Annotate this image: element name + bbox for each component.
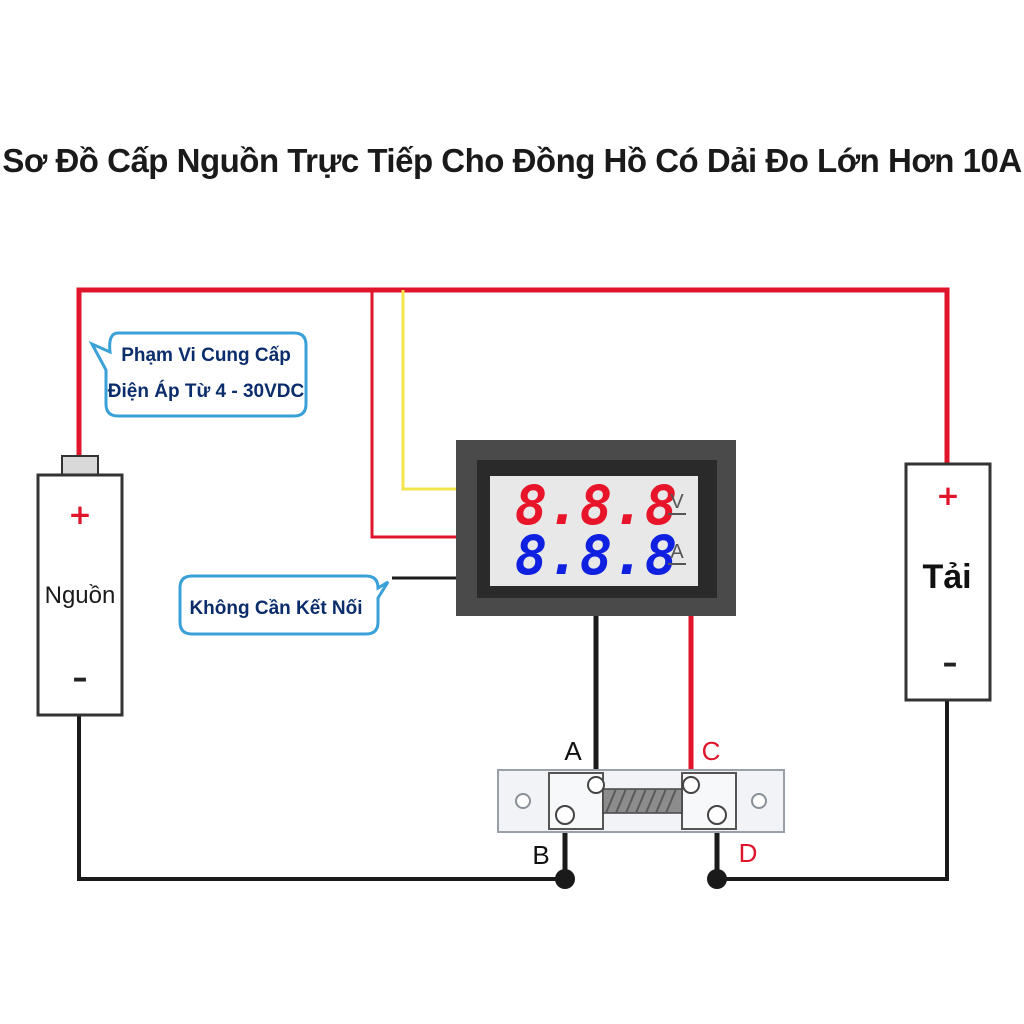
- current-readout: 8.8.8: [515, 524, 678, 587]
- callout-no-connect-text: Không Cần Kết Nối: [189, 598, 362, 619]
- callout-supply-line2: Điện Áp Từ 4 - 30VDC: [108, 380, 305, 402]
- callout-no-connect: Không Cần Kết Nối: [178, 574, 390, 636]
- source-plus-sign: +: [68, 498, 91, 531]
- shunt-mount-hole-right: [751, 793, 767, 809]
- load-plus-sign: +: [936, 479, 959, 512]
- diagram-title: Sơ Đồ Cấp Nguồn Trực Tiếp Cho Đồng Hồ Có…: [2, 142, 1021, 179]
- meter-display-window: [490, 476, 698, 586]
- terminal-b-label: B: [532, 840, 549, 870]
- load-minus-sign: –: [943, 646, 958, 681]
- volt-amp-meter: 8.8.8 8.8.8 V A: [456, 440, 736, 616]
- red-wire-meter-supply: [370, 290, 458, 539]
- load-label: Tải: [922, 558, 971, 596]
- current-shunt: A B C D: [497, 736, 785, 870]
- callout-no-connect-bubble: [178, 574, 390, 636]
- source-body: [36, 473, 124, 717]
- terminal-d-label: D: [739, 838, 758, 868]
- source-terminal-cap: [61, 455, 99, 477]
- red-wire-top: [76, 287, 950, 466]
- junction-b-dot: [555, 869, 575, 889]
- junction-d-dot: [707, 869, 727, 889]
- source-label: Nguồn: [45, 582, 116, 609]
- black-wire-d-to-load: [717, 700, 949, 881]
- terminal-a-screw: [587, 776, 605, 794]
- callout-supply-bubble: [88, 331, 308, 418]
- voltage-readout: 8.8.8: [515, 474, 678, 537]
- current-unit: A: [670, 541, 684, 563]
- terminal-c-screw: [682, 776, 700, 794]
- yellow-wire-meter-sense: [401, 290, 458, 491]
- terminal-d-screw: [707, 805, 727, 825]
- terminal-a-label: A: [564, 736, 582, 766]
- wires: [76, 287, 950, 881]
- terminal-b-screw: [555, 805, 575, 825]
- source-minus-sign: –: [73, 661, 88, 696]
- callout-supply-range: Phạm Vi Cung Cấp Điện Áp Từ 4 - 30VDC: [88, 331, 308, 418]
- black-wire-source-to-b: [77, 715, 565, 881]
- power-source: + Nguồn –: [36, 455, 124, 717]
- callout-supply-line1: Phạm Vi Cung Cấp: [121, 345, 291, 366]
- shunt-resistor-hatch: [605, 788, 677, 814]
- load: + Tải –: [904, 462, 992, 702]
- shunt-mount-hole-left: [515, 793, 531, 809]
- shunt-resistor-element: [602, 788, 683, 814]
- terminal-c-label: C: [702, 736, 721, 766]
- voltage-unit: V: [670, 491, 684, 513]
- load-body: [904, 462, 992, 702]
